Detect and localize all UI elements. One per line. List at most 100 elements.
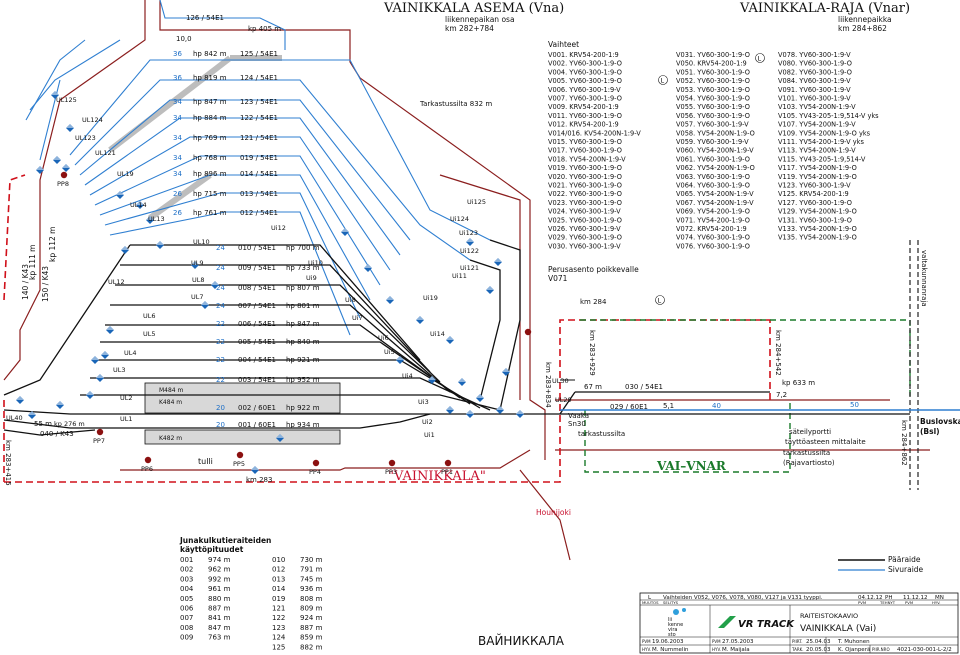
lower-track-number-label: 24	[216, 302, 225, 310]
signal-label: Ui7	[352, 314, 363, 322]
lower-track-hp-label: hp 700 m	[286, 244, 320, 252]
pilot-point-marker	[236, 451, 244, 459]
track-hp-label: hp 842 m	[193, 50, 227, 58]
signal-label: Ui3	[418, 398, 429, 406]
length-row-value: 730 m	[300, 556, 323, 564]
switch-list-item: V023. YV60-300-1:9-O	[548, 199, 622, 207]
switch-list-item: V117. YV54-200N-1:9-O	[778, 164, 857, 172]
switch-list-item: V063. YV60-300-1:9-O	[676, 173, 750, 181]
switch-marker-highlight	[516, 410, 524, 414]
hyv-label: HYV.	[642, 647, 651, 652]
length-row-id: 019	[272, 595, 285, 603]
switch-list-item: V012. KRV54-200-1:9	[548, 121, 619, 129]
km-283-834: km 283+834	[544, 362, 552, 408]
legend-main: Pääraide	[888, 555, 921, 564]
switch-list-item: V105. YV43-205-1:9,514-V yks	[778, 112, 879, 120]
reserve-switch: V071	[548, 274, 568, 283]
rev-date: 04.12.12	[858, 595, 883, 601]
h-pvm2: PVM	[905, 600, 913, 605]
h-selitys: SELITYS	[663, 600, 679, 605]
switch-list-item: V030. YV60-300-1:9-V	[548, 242, 621, 250]
switch-list-item: V129. YV54-200N-1:9-O	[778, 208, 857, 216]
switch-list-item: V014/016. KV54-200N-1:9-V	[548, 129, 641, 137]
switch-marker-highlight	[96, 374, 104, 378]
track-hp-label: hp 769 m	[193, 134, 227, 142]
pilot-point-label: PP8	[57, 180, 69, 188]
length-row-id: 005	[180, 595, 193, 603]
track-number-label: 36	[173, 74, 182, 82]
switch-marker-highlight	[496, 406, 504, 410]
km-283-929: km 283+929	[588, 330, 596, 376]
top-track-label: 126 / 54E1	[186, 14, 224, 22]
vaaka-label: Vaaka	[568, 412, 589, 420]
kp111-label: kp 111 m	[28, 245, 37, 281]
pvm-label: PVM	[642, 639, 651, 644]
signal-label: Ui124	[450, 215, 469, 223]
switch-list-item: V051. YV60-300-1:9-O	[676, 68, 750, 76]
liikennevirasto-logo: lii kenne vira sto	[668, 608, 686, 638]
switch-marker-highlight	[156, 241, 164, 245]
track029-label: 029 / 60E1	[610, 403, 648, 411]
kp276-label: kp 276 m	[54, 420, 85, 428]
switch-list-item: V011. YV60-300-1:9-O	[548, 112, 622, 120]
track-km-label: 014 / 54E1	[240, 170, 278, 178]
legend-side: Sivuraide	[888, 565, 924, 574]
lower-track-number-label: 22	[216, 320, 225, 328]
lower-track-km-label: 010 / 54E1	[238, 244, 276, 252]
kp633-label: kp 633 m	[782, 379, 815, 387]
signal-label: UL40	[6, 414, 23, 422]
switch-list-item: V054. YV60-300-1:9-O	[676, 95, 750, 103]
switch-marker-highlight	[56, 401, 64, 405]
switch-marker-highlight	[201, 301, 209, 305]
l-marker-circle	[658, 75, 668, 85]
signal-label: UL125	[56, 96, 77, 104]
kp405-label: kp 405 m	[248, 25, 281, 33]
track-km-label: 124 / 54E1	[240, 74, 278, 82]
track-hp-label: hp 761 m	[193, 209, 227, 217]
length-row-value: 745 m	[300, 575, 323, 583]
switch-list-item: V065. YV54-200N-1:9-V	[676, 190, 754, 198]
switch-list-item: V109. YV54-200N-1:9-O yks	[778, 129, 871, 137]
hyv-value: M. Nummelin	[652, 647, 689, 653]
switch-marker-highlight	[86, 391, 94, 395]
platforms	[108, 55, 341, 445]
rev-date2: 11.12.12	[903, 595, 928, 601]
track-number-label: 34	[173, 98, 182, 106]
km-284-862: km 284+862	[900, 420, 908, 466]
l-marker-circle	[755, 53, 765, 63]
vainikkala-label: "VAINIKKALA"	[388, 469, 486, 484]
signal-label: Ui19	[423, 294, 438, 302]
upper-tracks	[25, 0, 491, 336]
plan-value: 4021-030-001-L-2/2	[897, 647, 952, 653]
switch-list-item: V115. YV43-205-1:9,514-V	[778, 155, 866, 163]
legend: Pääraide Sivuraide	[838, 555, 924, 574]
signal-label: UL121	[95, 149, 116, 157]
switch-list-item: V111. YV54-200-1:9-V yks	[778, 138, 864, 146]
h-pvm: PVM	[858, 600, 866, 605]
switch-marker-highlight	[466, 410, 474, 414]
km283-label: km 283	[246, 476, 272, 484]
k040-label: 040 / K43	[40, 430, 74, 438]
signal-label: Ui10	[308, 259, 323, 267]
pilot-point-marker	[444, 459, 452, 467]
switch-list-item: V103. YV54-200N-1:9-V	[778, 103, 856, 111]
signal-label: UL7	[191, 293, 204, 301]
signal-label: Ui125	[467, 198, 486, 206]
pilot-point-marker	[388, 459, 396, 467]
plan-label: PIIR.NRO	[872, 647, 890, 652]
vr-track-text: VR TRACK	[738, 619, 795, 630]
platform-k484: K484 m	[159, 399, 182, 406]
bsl-label: (Bsl)	[920, 427, 940, 436]
pilot-point-label: PP3	[385, 468, 397, 476]
signal-label: Ui4	[402, 372, 413, 380]
length-row-id: 006	[180, 605, 194, 613]
tarkastussilta-label: Tarkastussilta 832 m	[419, 100, 492, 108]
switch-marker-highlight	[211, 281, 219, 285]
track-hp-label: hp 847 m	[193, 98, 227, 106]
track-number-label: 34	[173, 170, 182, 178]
switch-list-item: V084. YV60-300-1:9-V	[778, 77, 851, 85]
speed50-label: 50	[850, 401, 859, 409]
length-row-id: 122	[272, 614, 285, 622]
logo-line-2: kenne	[668, 622, 683, 628]
